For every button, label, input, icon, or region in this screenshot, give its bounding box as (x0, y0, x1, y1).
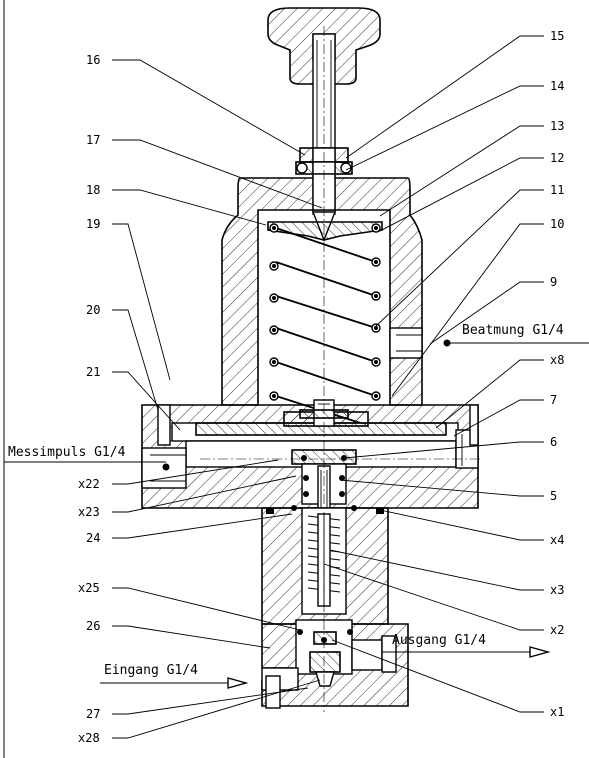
compression-spring (269, 223, 381, 433)
callout-x28: x28 (78, 731, 100, 745)
port-indicators (4, 339, 589, 689)
callout-13: 13 (550, 119, 564, 133)
callout-x4: x4 (550, 533, 564, 547)
callout-5: 5 (550, 489, 557, 503)
callout-x22: x22 (78, 477, 100, 491)
callout-21: 21 (86, 365, 100, 379)
port-label-eingang: Eingang G1/4 (104, 663, 198, 678)
callout-x1: x1 (550, 705, 564, 719)
leader-lines-right (323, 35, 544, 713)
callout-26: 26 (86, 619, 100, 633)
port-label-messimpuls: Messimpuls G1/4 (8, 445, 126, 460)
callout-x25: x25 (78, 581, 100, 595)
callout-x8: x8 (550, 353, 564, 367)
callout-16: 16 (86, 53, 100, 67)
callout-x2: x2 (550, 623, 564, 637)
callout-10: 10 (550, 217, 564, 231)
port-label-beatmung: Beatmung G1/4 (462, 323, 564, 338)
port-label-ausgang: Ausgang G1/4 (392, 633, 486, 648)
callout-6: 6 (550, 435, 557, 449)
callout-9: 9 (550, 275, 557, 289)
callout-20: 20 (86, 303, 100, 317)
leader-lines-left (112, 59, 323, 739)
callout-14: 14 (550, 79, 564, 93)
callout-19: 19 (86, 217, 100, 231)
callout-11: 11 (550, 183, 564, 197)
callout-x23: x23 (78, 505, 100, 519)
callout-12: 12 (550, 151, 564, 165)
callout-27: 27 (86, 707, 100, 721)
callout-7: 7 (550, 393, 557, 407)
callout-x3: x3 (550, 583, 564, 597)
callout-18: 18 (86, 183, 100, 197)
callout-15: 15 (550, 29, 564, 43)
port-body (261, 619, 409, 709)
callout-24: 24 (86, 531, 100, 545)
callout-17: 17 (86, 133, 100, 147)
